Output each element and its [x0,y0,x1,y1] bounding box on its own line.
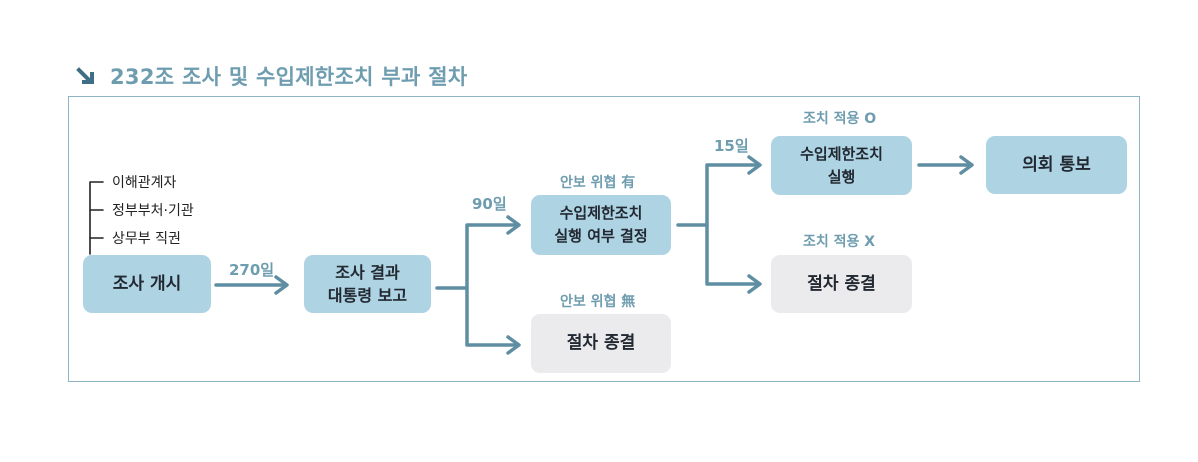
arrow-down-right-icon [76,67,94,84]
procedure-end-box-no-threat: 절차 종결 [531,314,671,373]
party-item: 정부부처·기관 [112,203,194,219]
page-title: 232조 조사 및 수입제한조치 부과 절차 [76,60,467,92]
security-threat-no-label: 안보 위협 無 [560,294,636,310]
duration-label-270: 270일 [229,261,275,279]
security-threat-yes-label: 안보 위협 有 [560,175,636,191]
party-item: 상무부 직권 [112,231,181,247]
procedure-end-box-no-apply: 절차 종결 [771,255,912,313]
import-restriction-decision-box: 수입제한조치 실행 여부 결정 [531,195,671,255]
party-bracket [89,181,104,239]
measure-not-applied-label: 조치 적용 X [803,234,876,250]
congress-notification-box: 의회 통보 [986,136,1127,194]
duration-label-15: 15일 [714,137,749,155]
diagram-frame [68,96,1140,382]
duration-label-90: 90일 [472,195,507,213]
arrow-decide-split [676,163,760,286]
start-investigation-box: 조사 개시 [83,255,211,313]
party-item: 이해관계자 [112,175,177,191]
arrow-report-split [435,223,519,347]
report-to-president-box: 조사 결과 대통령 보고 [304,255,431,313]
page-title-text: 232조 조사 및 수입제한조치 부과 절차 [110,65,468,89]
import-restriction-execution-box: 수입제한조치 실행 [771,136,912,195]
measure-applied-label: 조치 적용 O [803,111,877,127]
